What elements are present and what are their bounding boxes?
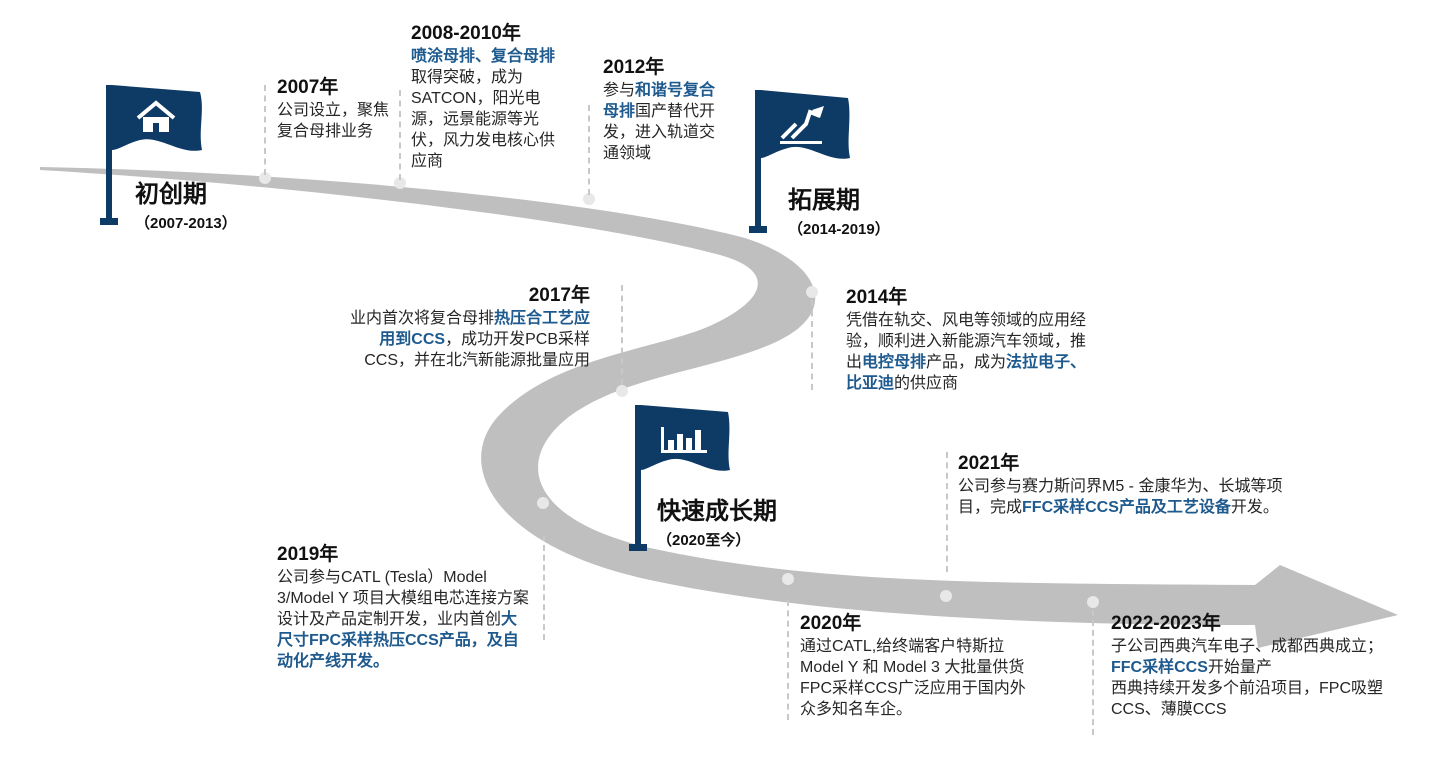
- description-text: 西典持续开发多个前沿项目，FPC吸塑CCS、薄膜CCS: [1111, 680, 1384, 718]
- milestone-year: 2014年: [846, 287, 908, 308]
- phase-period: （2007-2013）: [135, 215, 237, 232]
- milestone-6: 2020年通过CATL,给终端客户特斯拉 Model Y 和 Model 3 大…: [800, 612, 1028, 720]
- milestone-description: 凭借在轨交、风电等领域的应用经验，顺利进入新能源汽车领域，推出电控母排产品，成为…: [846, 310, 1090, 394]
- description-text: 产品，成为: [926, 354, 1007, 371]
- highlight-text: 喷涂母排、复合母排: [411, 48, 556, 65]
- highlight-text: 电控母排: [862, 354, 927, 371]
- description-text: 国产替代开发，进入轨道交通领域: [603, 103, 716, 162]
- milestone-8: 2022-2023年子公司西典汽车电子、成都西典成立； FFC采样CCS开始量产西…: [1111, 612, 1391, 720]
- description-text: 业内首次将复合母排: [349, 310, 494, 327]
- phase-expansion: 拓展期 （2014-2019）: [788, 186, 890, 240]
- milestone-0: 2007年公司设立，聚焦复合母排业务: [277, 76, 389, 142]
- growth-arrow-icon: [780, 106, 824, 144]
- phase-name: 快速成长期: [657, 498, 777, 525]
- milestone-year: 2022-2023年: [1111, 613, 1221, 634]
- milestone-description: 通过CATL,给终端客户特斯拉 Model Y 和 Model 3 大批量供货 F…: [800, 636, 1028, 720]
- highlight-text: FFC采样CCS产品及工艺设备: [1022, 499, 1231, 516]
- home-icon: [136, 100, 176, 132]
- highlight-text: 法拉电子、比亚迪: [846, 354, 1087, 392]
- phase-name: 拓展期: [788, 187, 860, 214]
- description-text: 公司参与赛力斯问界M5 - 金康华为、长城等项目，完成: [958, 478, 1283, 516]
- milestone-year: 2020年: [800, 613, 862, 634]
- milestone-5: 2019年公司参与CATL (Tesla）Model 3/Model Y 项目大…: [277, 543, 531, 672]
- description-text: 凭借在轨交、风电等领域的应用经验，顺利进入新能源汽车领域，推出: [846, 312, 1087, 371]
- phase-period: （2014-2019）: [788, 221, 890, 238]
- description-text: 参与: [603, 82, 636, 99]
- milestone-year: 2007年: [277, 77, 339, 98]
- description-text: 开发。: [1230, 499, 1279, 516]
- bar-chart-icon: [661, 427, 707, 453]
- flag-rapid-growth: [629, 405, 730, 551]
- highlight-text: 和谐号复合母排: [603, 82, 716, 120]
- description-text: 子公司西典汽车电子、成都西典成立；: [1111, 638, 1384, 655]
- milestone-year: 2012年: [603, 57, 665, 78]
- phase-startup: 初创期 （2007-2013）: [135, 180, 237, 234]
- milestone-year: 2017年: [528, 285, 590, 306]
- milestone-description: 公司设立，聚焦复合母排业务: [277, 100, 389, 142]
- milestone-description: 业内首次将复合母排热压合工艺应用到CCS，成功开发PCB采样CCS，并在北汽新能…: [338, 308, 590, 371]
- milestone-3: 2014年凭借在轨交、风电等领域的应用经验，顺利进入新能源汽车领域，推出电控母排…: [846, 286, 1090, 394]
- description-text: 公司设立，聚焦复合母排业务: [277, 102, 390, 140]
- milestone-year: 2019年: [277, 544, 339, 565]
- description-text: ，成功开发PCB采样CCS，并在北汽新能源批量应用: [364, 331, 590, 369]
- description-text: 开始量产: [1207, 659, 1272, 676]
- description-text: 取得突破，成为SATCON，阳光电源，远景能源等光伏，风力发电核心供应商: [411, 69, 556, 170]
- milestone-description: 公司参与CATL (Tesla）Model 3/Model Y 项目大模组电芯连…: [277, 567, 531, 672]
- milestone-1: 2008-2010年喷涂母排、复合母排取得突破，成为SATCON，阳光电源，远景…: [411, 22, 563, 172]
- milestone-7: 2021年公司参与赛力斯问界M5 - 金康华为、长城等项目，完成FFC采样CCS…: [958, 452, 1303, 518]
- milestone-description: 子公司西典汽车电子、成都西典成立； FFC采样CCS开始量产西典持续开发多个前沿项…: [1111, 636, 1391, 720]
- milestone-year: 2008-2010年: [411, 23, 521, 44]
- phase-rapid-growth: 快速成长期 （2020至今）: [657, 497, 777, 551]
- milestone-2: 2012年参与和谐号复合母排国产替代开发，进入轨道交通领域: [603, 56, 721, 164]
- milestone-description: 喷涂母排、复合母排取得突破，成为SATCON，阳光电源，远景能源等光伏，风力发电…: [411, 46, 563, 172]
- milestone-description: 公司参与赛力斯问界M5 - 金康华为、长城等项目，完成FFC采样CCS产品及工艺…: [958, 476, 1303, 518]
- phase-name: 初创期: [135, 181, 207, 208]
- highlight-text: FFC采样CCS: [1111, 659, 1208, 676]
- description-text: 公司参与CATL (Tesla）Model 3/Model Y 项目大模组电芯连…: [277, 569, 529, 628]
- road-dots: [259, 172, 1099, 608]
- description-text: 的供应商: [894, 375, 959, 392]
- milestone-year: 2021年: [958, 453, 1020, 474]
- highlight-text: 大尺寸FPC采样热压CCS产品，及自动化产线开发。: [277, 611, 519, 670]
- milestone-description: 参与和谐号复合母排国产替代开发，进入轨道交通领域: [603, 80, 721, 164]
- phase-period: （2020至今）: [657, 532, 751, 549]
- description-text: FPC采样CCS广泛应用于国内外众多知名车企。: [800, 680, 1026, 718]
- description-text: 通过CATL,给终端客户特斯拉 Model Y 和 Model 3 大批量供货: [800, 638, 1025, 676]
- milestone-4: 2017年业内首次将复合母排热压合工艺应用到CCS，成功开发PCB采样CCS，并…: [338, 284, 590, 371]
- highlight-text: 热压合工艺应用到CCS: [379, 310, 590, 348]
